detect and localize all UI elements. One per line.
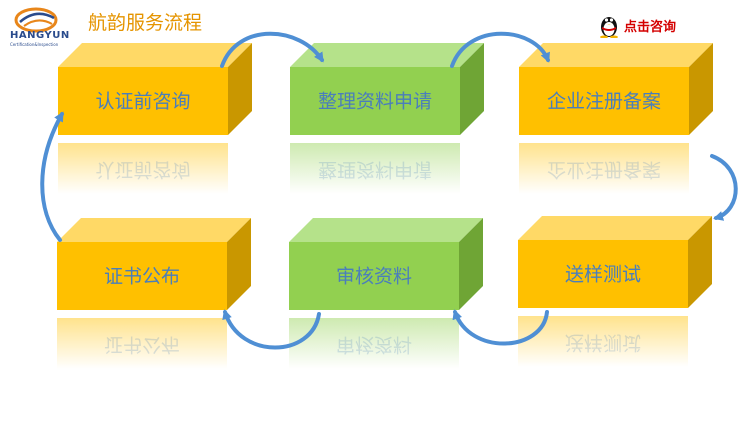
- step-top-face: [58, 43, 252, 67]
- logo-wordmark: HANGYUN: [10, 30, 70, 41]
- step-top-face: [57, 218, 251, 242]
- step-side-face: [227, 218, 251, 310]
- flow-arrow: [40, 111, 64, 242]
- flow-arrow: [710, 154, 738, 221]
- svg-text:证书公布: 证书公布: [104, 333, 180, 355]
- process-step-label: 送样测试: [565, 264, 641, 286]
- process-step-label: 企业注册备案: [547, 91, 661, 113]
- flow-arrow: [450, 31, 550, 68]
- step-front-face: [519, 67, 689, 135]
- flow-arrow: [222, 309, 321, 350]
- step-front-face: [57, 242, 227, 310]
- step-front-face: [289, 242, 459, 310]
- page-title: 航韵服务流程: [88, 12, 203, 34]
- step-reflection: 企业注册备案: [519, 143, 689, 194]
- step-side-face: [689, 43, 713, 135]
- step-reflection: 审核资料: [289, 318, 459, 369]
- step-reflection: 送样测试: [518, 316, 688, 367]
- step-reflection: 证书公布: [57, 318, 227, 369]
- step-top-face: [290, 43, 484, 67]
- flow-arrow: [220, 31, 324, 68]
- process-step-label: 审核资料: [336, 266, 412, 288]
- process-step-label: 整理资料申请: [318, 91, 432, 113]
- flow-arrow: [452, 309, 549, 346]
- step-side-face: [228, 43, 252, 135]
- step-reflection: 整理资料申请: [290, 143, 460, 194]
- step-front-face: [518, 240, 688, 308]
- svg-text:企业注册备案: 企业注册备案: [547, 158, 661, 180]
- step-front-face: [58, 67, 228, 135]
- svg-text:审核资料: 审核资料: [336, 333, 412, 355]
- step-side-face: [688, 216, 712, 308]
- step-side-face: [459, 218, 483, 310]
- step-top-face: [519, 43, 713, 67]
- step-top-face: [518, 216, 712, 240]
- svg-text:送样测试: 送样测试: [565, 331, 641, 353]
- step-side-face: [460, 43, 484, 135]
- qq-penguin-icon: [600, 17, 618, 38]
- svg-text:整理资料申请: 整理资料申请: [318, 158, 432, 180]
- step-front-face: [290, 67, 460, 135]
- step-reflection: 认证前咨询: [58, 143, 228, 194]
- consult-button[interactable]: 点击咨询: [598, 12, 676, 38]
- consult-label: 点击咨询: [624, 19, 677, 35]
- step-top-face: [289, 218, 483, 242]
- process-step-label: 认证前咨询: [95, 91, 190, 113]
- hangyun-logo-icon: [14, 7, 58, 33]
- svg-text:认证前咨询: 认证前咨询: [95, 158, 190, 180]
- process-step-label: 证书公布: [104, 266, 180, 288]
- logo-subtext: Certification&Inspection: [10, 42, 59, 47]
